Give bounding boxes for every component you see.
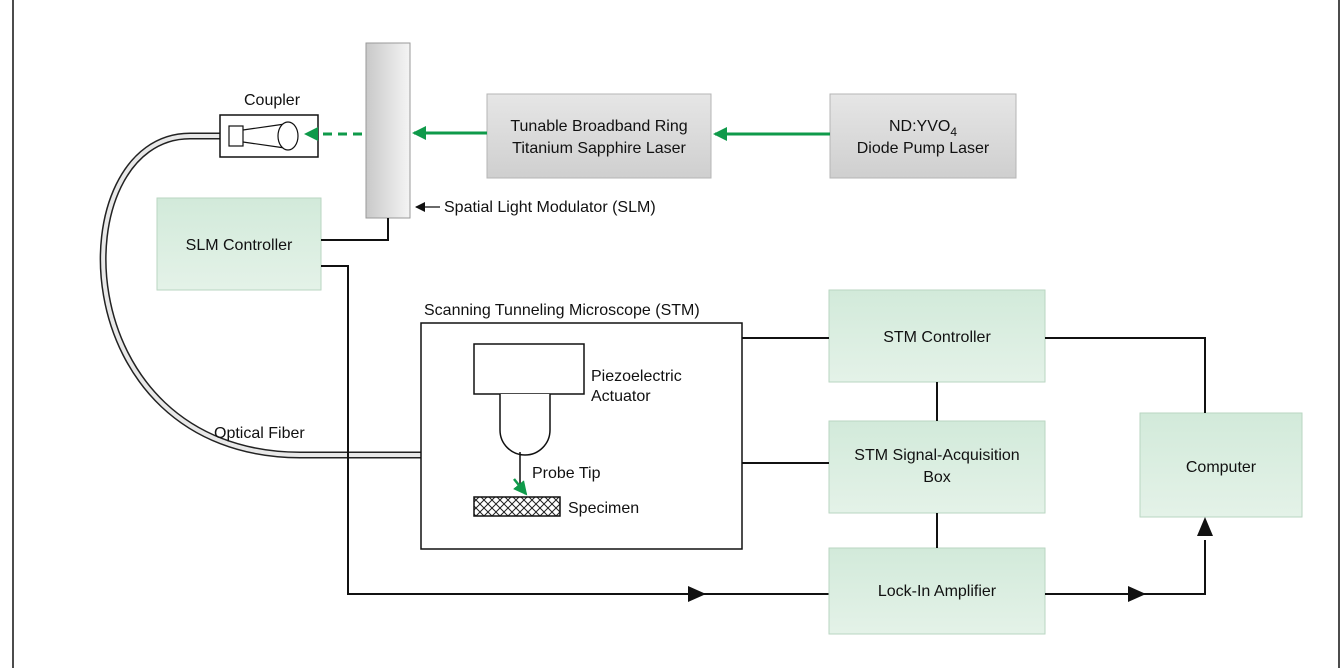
slm-label: Spatial Light Modulator (SLM): [444, 199, 656, 216]
wire-slmctrl-to-slm: [321, 218, 389, 241]
piezo-actuator-block: [473, 343, 585, 395]
slm-controller-box: [156, 197, 322, 291]
slm-panel: [365, 42, 411, 219]
piezo-label-line1: Piezoelectric: [591, 368, 682, 385]
wire-slmctrl-arrowhead: [688, 586, 706, 602]
ti-laser-line1: Tunable Broadband Ring: [510, 118, 687, 135]
lock-in-label: Lock-In Amplifier: [878, 583, 997, 600]
coupler-label: Coupler: [244, 92, 301, 109]
stm-controller-label: STM Controller: [883, 329, 991, 346]
pump-laser-line2: Diode Pump Laser: [857, 140, 990, 157]
piezo-label-line2: Actuator: [591, 388, 651, 405]
ti-laser-line2: Titanium Sapphire Laser: [512, 140, 686, 157]
wire-controller-to-computer: [1045, 337, 1206, 413]
lock-in-amplifier-box: [828, 547, 1046, 635]
signal-box-line1: STM Signal-Acquisition: [854, 447, 1019, 464]
wire-lockin-arrowhead: [1128, 586, 1146, 602]
wire-computer-arrowhead: [1197, 517, 1213, 536]
specimen-label: Specimen: [568, 500, 639, 517]
beam-fiber-to-specimen: [513, 478, 528, 496]
ti-sapphire-laser-box: [486, 93, 712, 179]
coupler: [219, 114, 319, 158]
probe-tip-label: Probe Tip: [532, 465, 601, 482]
specimen-block: [473, 496, 561, 517]
optical-fiber-label: Optical Fiber: [214, 425, 305, 442]
piezo-actuator-tube: [499, 394, 551, 456]
slm-controller-label: SLM Controller: [186, 237, 293, 254]
pump-laser-line1: ND:YVO4: [889, 118, 957, 139]
signal-acquisition-box: [828, 420, 1046, 514]
computer-label: Computer: [1186, 459, 1257, 476]
pump-laser-box: [829, 93, 1017, 179]
computer-box: [1139, 412, 1303, 518]
wire-slmctrl-to-lockin: [321, 265, 705, 595]
signal-box-line2: Box: [923, 469, 951, 486]
wire-lockin-to-computer: [1045, 540, 1206, 595]
stm-title: Scanning Tunneling Microscope (STM): [424, 302, 700, 319]
